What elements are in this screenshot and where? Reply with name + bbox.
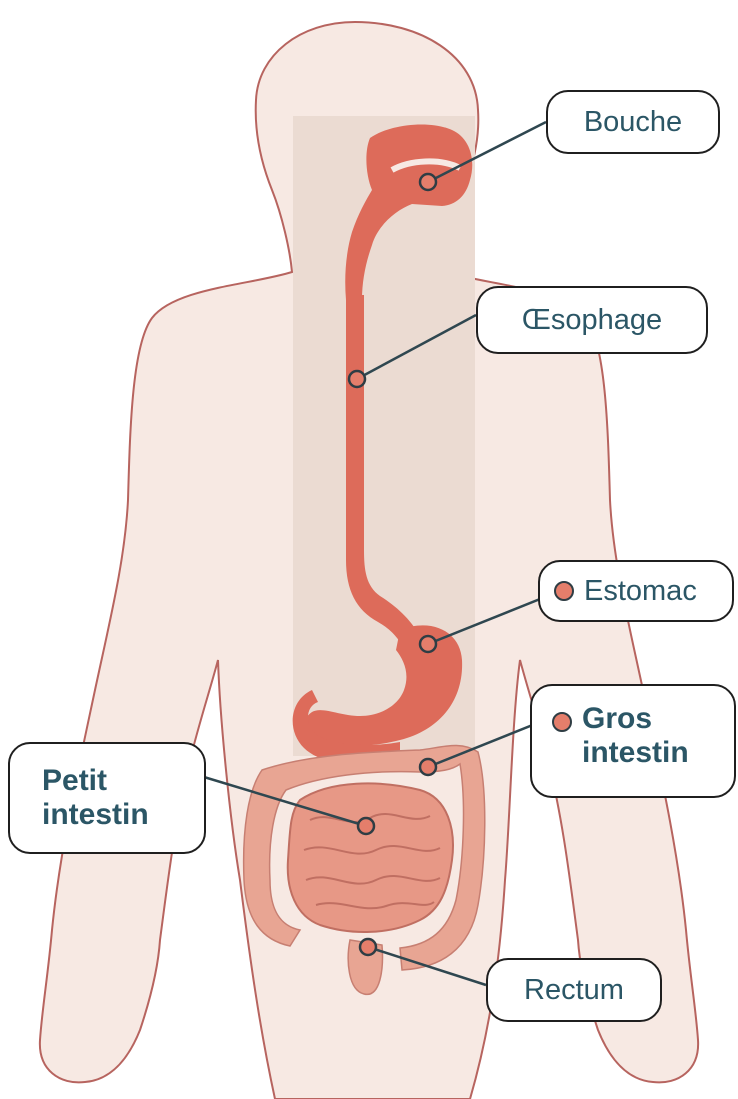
marker-small-intestine-center — [358, 818, 374, 834]
label-bouche-text: Bouche — [584, 105, 682, 139]
label-bouche: Bouche — [546, 90, 720, 154]
label-petit-intestin: Petit intestin — [8, 742, 206, 854]
label-gros-intestin: Gros intestin — [530, 684, 736, 798]
label-gros-intestin-line1: Gros — [582, 702, 689, 736]
label-petit-intestin-line1: Petit — [42, 764, 149, 798]
marker-oesophage — [349, 371, 365, 387]
label-petit-intestin-text: Petit intestin — [42, 764, 149, 832]
label-rectum-text: Rectum — [524, 973, 624, 1007]
marker-gros-intestin — [420, 759, 436, 775]
label-estomac-text: Estomac — [584, 574, 697, 608]
label-estomac: Estomac — [538, 560, 734, 622]
marker-estomac — [420, 636, 436, 652]
marker-bouche — [420, 174, 436, 190]
marker-rectum — [360, 939, 376, 955]
label-oesophage: Œsophage — [476, 286, 708, 354]
organ-marker-dot — [552, 712, 572, 732]
label-rectum: Rectum — [486, 958, 662, 1022]
label-gros-intestin-text: Gros intestin — [582, 702, 689, 770]
small-intestine — [288, 783, 453, 932]
organ-marker-dot — [554, 581, 574, 601]
label-oesophage-text: Œsophage — [522, 303, 662, 337]
label-gros-intestin-line2: intestin — [582, 736, 689, 770]
label-petit-intestin-line2: intestin — [42, 798, 149, 832]
